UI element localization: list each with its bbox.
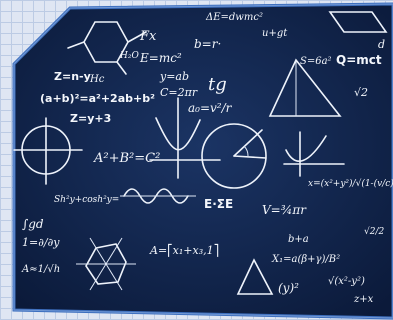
formula: E·ΣE [204, 197, 233, 211]
formula: ∫gd [22, 217, 44, 231]
formula: tg [208, 74, 227, 95]
graph-axes [149, 97, 221, 179]
formula: 1=∂/∂y [22, 236, 60, 249]
protractor-circle [201, 123, 267, 189]
formula: Z=n-y [54, 70, 91, 83]
formula: d [378, 38, 385, 51]
formula: Fx [139, 29, 157, 44]
formula: E=mc² [139, 51, 182, 65]
formula: √2 [354, 86, 368, 99]
formula: (y)² [278, 281, 299, 295]
molecule-sketch [67, 21, 147, 75]
formula: Z=y+3 [70, 112, 111, 125]
formula: √2/2 [364, 226, 384, 237]
square-sketch [328, 11, 388, 33]
small-graph [283, 131, 345, 177]
star-sketch [76, 237, 136, 291]
formula: ΔE=dwmc² [205, 12, 263, 23]
formula: H₂O [119, 51, 139, 61]
formula: u+gt [262, 28, 288, 39]
formula: Sh²y+cosh²y= [54, 195, 119, 205]
formula: a₀=v²/r [188, 101, 233, 115]
formula: y=ab [159, 70, 189, 83]
formula: Hc [89, 74, 105, 85]
triangle-sketch [268, 58, 342, 117]
formula: A²+B²=C² [93, 151, 160, 166]
formula: V=¾πr [262, 203, 307, 217]
formula: b=r· [194, 37, 221, 51]
formula: A≈1/√h [21, 264, 60, 275]
bottom-triangle [236, 258, 274, 295]
chalkboard-panel [12, 2, 393, 320]
formula: z+x [353, 294, 374, 305]
formula: b+a [288, 234, 309, 245]
formula: (a+b)²=a²+2ab+b² [40, 92, 155, 105]
formula: √(x²-y²) [328, 276, 365, 287]
formula: x=(x²+y²)/√(1-(v/c)²) [308, 178, 393, 189]
formula: S=6a² [300, 56, 332, 67]
formula: C=2πr [160, 86, 198, 99]
formula: X₁=a(β+γ)/B² [271, 254, 340, 265]
formula: Q=mct [336, 53, 382, 67]
formula: A=⎡x₁+x₃,1⎤ [149, 243, 219, 257]
coordinate-circle [13, 117, 83, 185]
